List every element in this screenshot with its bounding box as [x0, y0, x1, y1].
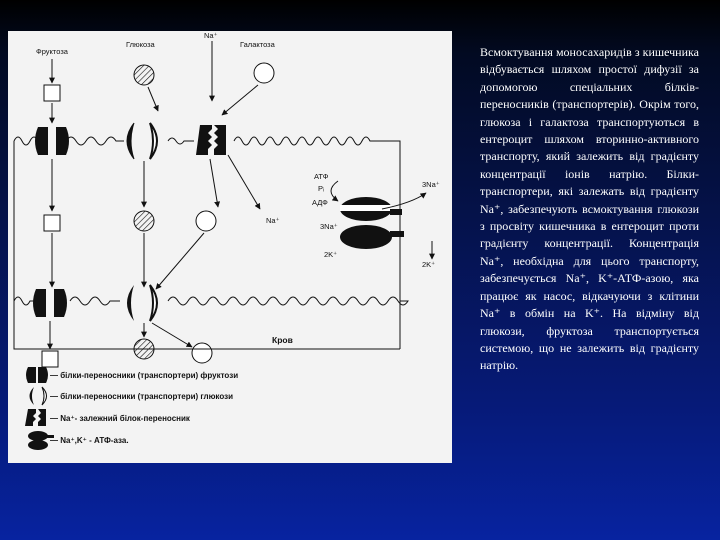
na-k-atpase — [340, 197, 404, 249]
label-glucose: Глюкоза — [126, 40, 156, 49]
blood-boundary — [13, 301, 400, 350]
glucose-transporter-apical — [126, 122, 158, 160]
na-dependent-transporter — [196, 125, 226, 155]
fructose-transporter-basolateral — [33, 289, 67, 317]
legend-fructose-icon — [26, 367, 48, 383]
fructose-molecule — [43, 84, 61, 102]
legend-item-glucose: — білки-переносники (транспортери) глюко… — [50, 392, 233, 401]
cell-outline — [233, 136, 401, 349]
glucose-in-cell — [133, 210, 155, 232]
fructose-blood — [41, 350, 59, 368]
apical-membrane — [13, 136, 39, 146]
legend-item-na-transporter: — Na⁺- залежний білок-переносник — [50, 414, 191, 423]
label-atf: АТФ — [314, 172, 329, 181]
label-2k-left: 2K⁺ — [324, 250, 337, 259]
galactose-in-cell — [195, 210, 217, 232]
apical-membrane-2 — [65, 136, 124, 146]
legend-item-fructose: — білки-переносники (транспортери) фрукт… — [50, 371, 238, 380]
label-na-top: Na⁺ — [204, 31, 218, 40]
label-na-mid: Na⁺ — [266, 216, 280, 225]
basolateral-membrane-3 — [167, 296, 409, 306]
galactose-blood — [191, 342, 213, 364]
label-blood: Кров — [272, 335, 293, 345]
description-text-block: Всмоктування моносахаридів з кишечника в… — [480, 44, 699, 375]
basolateral-membrane — [13, 296, 34, 306]
arrow-atp — [330, 180, 339, 202]
arrow-galactose-baso — [155, 232, 205, 290]
fructose-in-cell — [43, 214, 61, 232]
label-fructose: Фруктоза — [36, 47, 69, 56]
legend-glucose-icon — [29, 386, 47, 406]
glucose-transporter-basolateral — [127, 284, 158, 322]
arrow-galactose-down — [209, 158, 221, 208]
legend-item-atpase: — Na⁺,K⁺ - АТФ-аза. — [50, 436, 129, 445]
label-pi: Pᵢ — [318, 184, 324, 193]
legend-na-transporter-icon — [25, 409, 46, 426]
label-3na-left: 3Na⁺ — [320, 222, 338, 231]
legend: — білки-переносники (транспортери) фрукт… — [25, 367, 238, 450]
fructose-transporter-apical — [35, 127, 69, 155]
arrow-na-out — [381, 192, 427, 210]
legend-atpase-icon — [28, 431, 54, 450]
label-adf: АДФ — [312, 198, 328, 207]
arrow-galactose-blood — [151, 322, 193, 348]
basolateral-membrane-2 — [69, 296, 120, 306]
label-2k-right: 2K⁺ — [422, 260, 435, 269]
label-galactose: Галактоза — [240, 40, 276, 49]
label-3na-right: 3Na⁺ — [422, 180, 440, 189]
apical-membrane-3 — [167, 137, 194, 145]
description-paragraph: Всмоктування моносахаридів з кишечника в… — [480, 45, 699, 373]
arrow-na-down — [227, 154, 261, 210]
arrow-galactose-in — [221, 84, 259, 116]
transport-diagram: Фруктоза Глюкоза Na⁺ Галактоза Na⁺ — [8, 31, 452, 463]
glucose-molecule — [133, 64, 155, 86]
galactose-molecule — [253, 62, 275, 84]
arrow-glucose-in — [147, 86, 159, 112]
